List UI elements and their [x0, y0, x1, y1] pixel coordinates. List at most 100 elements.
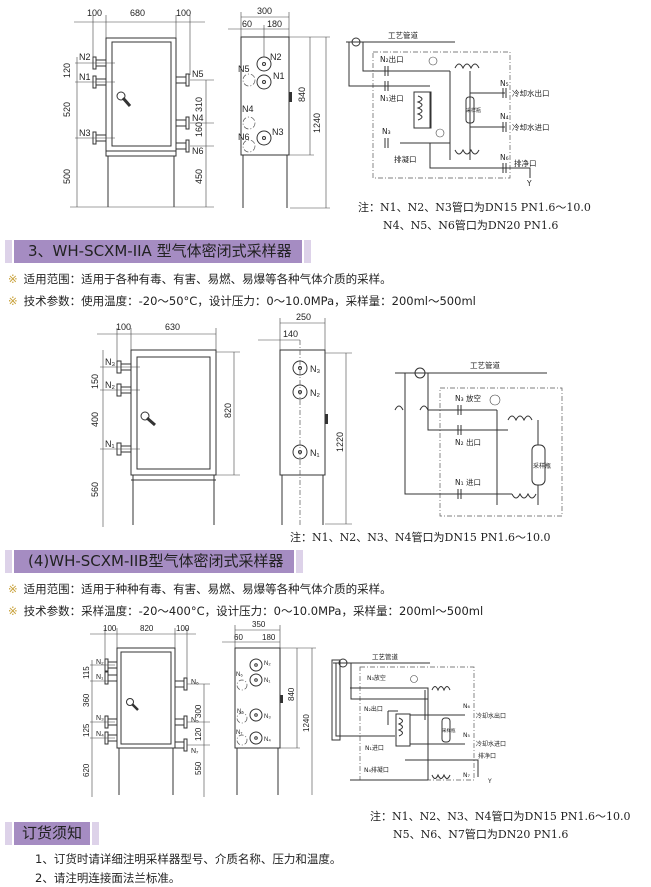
- dim-label: 820: [140, 624, 154, 633]
- port-label: N1: [79, 72, 91, 82]
- port-label: N₂: [105, 380, 115, 390]
- schematic-label: N₃放空: [367, 674, 386, 682]
- dim-label: 520: [62, 102, 72, 117]
- port-label: N₁: [105, 439, 115, 449]
- schematic-label: N₅: [500, 79, 509, 88]
- dim-label: 560: [90, 482, 100, 497]
- schematic-label: N₆: [500, 153, 509, 162]
- port-label: N₁: [96, 674, 104, 681]
- schematic-label: N₂ 出口: [455, 437, 481, 447]
- schematic-label: N₅: [463, 732, 470, 739]
- schematic-label: 冷却水出口: [512, 88, 550, 98]
- dim-label: 100: [103, 624, 117, 633]
- port-label: N₄: [264, 737, 271, 743]
- note-line: 注：N1、N2、N3管口为DN15 PN1.6～10.0: [358, 201, 591, 214]
- schematic-label: N₃: [382, 127, 391, 136]
- section-title: 订货须知: [14, 822, 91, 845]
- bullet-icon: ※: [8, 582, 18, 596]
- note-line: N5、N6、N7管口为DN20 PN1.6: [393, 828, 569, 841]
- dim-label: 100: [87, 8, 102, 18]
- dim-label: 840: [287, 687, 296, 701]
- schematic-label: 排净口: [478, 752, 496, 760]
- schematic-label: N₃ 放空: [455, 393, 481, 403]
- drawing-2-front-view: 100 630 150 400 560 820 N₃ N₂ N₁: [90, 322, 240, 527]
- dim-label: 360: [82, 693, 91, 707]
- dim-label: 300: [194, 704, 203, 718]
- note-line: N4、N5、N6管口为DN20 PN1.6: [383, 219, 559, 232]
- dim-label: 840: [297, 87, 307, 102]
- dim-label: 140: [283, 329, 298, 339]
- port-label: N₇: [191, 748, 199, 755]
- schematic-label: N₂出口: [364, 705, 383, 713]
- dim-label: 450: [194, 169, 204, 184]
- params-value: 技术参数：使用温度：-20～50°C，设计压力：0～10.0MPa，采样量：20…: [23, 294, 476, 308]
- schematic-label: N₁进口: [365, 744, 384, 752]
- dim-label: 550: [194, 761, 203, 775]
- dim-label: 180: [262, 633, 276, 642]
- port-label: N₅: [237, 709, 244, 715]
- schematic-label: N₄排凝口: [364, 766, 389, 774]
- port-label: N5: [238, 64, 250, 74]
- dim-label: 300: [257, 6, 272, 16]
- port-label: N₂: [264, 661, 271, 667]
- dim-label: 1240: [302, 714, 311, 732]
- dim-label: 630: [165, 322, 180, 332]
- schematic-label: 工艺管道: [470, 360, 500, 370]
- dim-label: 620: [82, 763, 91, 777]
- schematic-label: 排净口: [514, 158, 537, 168]
- dim-label: 400: [90, 412, 100, 427]
- port-label: N₃: [105, 357, 115, 367]
- bullet-icon: ※: [8, 272, 18, 286]
- ordering-heading: 订货须知: [5, 822, 100, 845]
- dim-label: 820: [223, 403, 233, 418]
- port-label: N₂: [310, 388, 320, 398]
- schematic-label: N₆: [463, 703, 470, 710]
- schematic-label: 冷却水进口: [512, 122, 550, 132]
- schematic-label: N₁进口: [380, 94, 404, 103]
- note-line: 注：N1、N2、N3、N4管口为DN15 PN1.6～10.0: [290, 531, 551, 544]
- schematic-label: 工艺管道: [388, 30, 418, 40]
- port-label: N₃: [264, 714, 271, 720]
- params-value: 技术参数：采样温度：-20～400°C，设计压力：0～10.0MPa，采样量：2…: [23, 604, 484, 618]
- port-label: N3: [79, 128, 91, 138]
- sample-bottle-label: 采样瓶: [442, 727, 456, 734]
- schematic-3: 工艺管道 N₃放空 N₂出口 N₁进口 N₄排凝口 N₆ 冷却水出口 N₅ 冷却…: [333, 652, 506, 785]
- port-label: N4: [192, 113, 204, 123]
- section-title: (4)WH-SCXM-IIB型气体密闭式采样器: [14, 550, 294, 573]
- drawing-3-side-view: 350 60 180 840 1240 N₂ N₆ N₁ N₅ N₃ N₇ N₄: [222, 620, 341, 795]
- port-label: N6: [192, 146, 204, 156]
- dim-label: 60: [234, 633, 243, 642]
- dim-label: 100: [176, 8, 191, 18]
- scope-text: ※ 适用范围：适用于各种有毒、有害、易燃、易爆等各种气体介质的采样。: [8, 271, 392, 287]
- port-label: N2: [79, 52, 91, 62]
- dim-label: 680: [130, 8, 145, 18]
- port-label: N4: [242, 104, 254, 114]
- section-title: 3、WH-SCXM-IIA 型气体密闭式采样器: [14, 240, 302, 263]
- schematic-label: N₂出口: [380, 54, 404, 64]
- section-heading-iib: (4)WH-SCXM-IIB型气体密闭式采样器: [5, 550, 303, 573]
- params-text: ※技术参数：使用温度：-20～50°C，设计压力：0～10.0MPa，采样量：2…: [8, 293, 476, 309]
- schematic-label: Y: [487, 778, 492, 785]
- dim-label: 160: [194, 122, 204, 137]
- dim-label: 180: [267, 19, 282, 29]
- scope-value: 适用范围：适用于各种有毒、有害、易燃、易爆等各种气体介质的采样。: [23, 272, 392, 286]
- port-label: N₄: [96, 731, 104, 738]
- bullet-icon: ※: [8, 604, 18, 618]
- port-label: N₃: [310, 364, 320, 374]
- schematic-label: 工艺管道: [372, 652, 399, 661]
- port-label: N1: [273, 71, 285, 81]
- ordering-item: 2、请注明连接面法兰标准。: [35, 871, 181, 885]
- port-label: N₁: [310, 448, 320, 458]
- dim-label: 100: [176, 624, 190, 633]
- params-text: ※ 技术参数：采样温度：-20～400°C，设计压力：0～10.0MPa，采样量：…: [8, 603, 483, 619]
- dim-label: 350: [252, 620, 266, 629]
- schematic-label: Y: [526, 179, 532, 188]
- port-label: N2: [270, 52, 282, 62]
- port-label: N₅: [191, 717, 199, 724]
- dim-label: 250: [296, 312, 311, 322]
- port-label: N3: [272, 127, 284, 137]
- port-label: N6: [238, 132, 250, 142]
- scope-text: ※适用范围：适用于种种有毒、有害、易燃、易爆等各种气体介质的采样。: [8, 581, 392, 597]
